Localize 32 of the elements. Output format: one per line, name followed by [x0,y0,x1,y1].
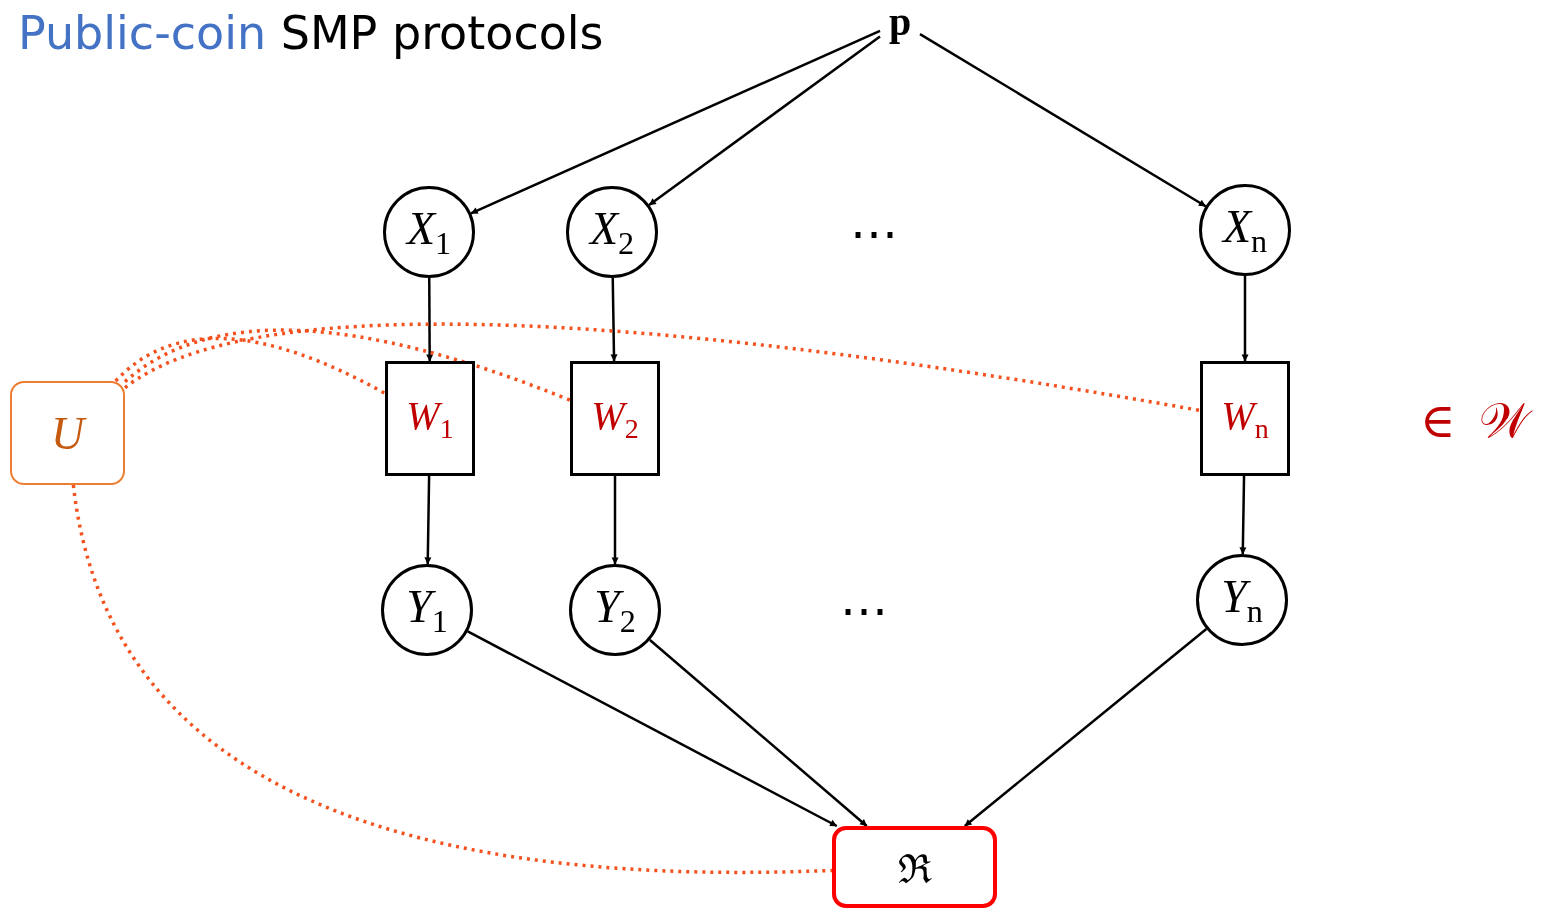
dotted-connector [124,322,1201,413]
set-membership-label: ∈ 𝒲 [1420,392,1533,450]
arrow [919,33,1207,208]
arrow [1239,475,1247,555]
dotted-connector [123,328,571,402]
node-label: p [880,0,920,44]
channel-box: W$_{2}$ [570,361,660,476]
title: Public-coin SMP protocols [18,6,604,60]
arrow [610,277,618,362]
variable-circle: X$_{1}$ [383,186,475,278]
variable-circle: Y$_{1}$ [381,564,473,656]
arrow [649,639,868,827]
arrow [470,29,881,215]
channel-box: W$_{n}$ [1200,361,1290,476]
ellipsis-label: ⋯ [840,582,892,638]
variable-circle: X$_{2}$ [566,186,658,278]
variable-circle: X$_{n}$ [1199,184,1291,276]
ellipsis-label: ⋯ [850,205,902,261]
arrow [964,628,1208,827]
referee-box: ℜ [832,826,997,908]
variable-circle: Y$_{n}$ [1196,554,1288,646]
variable-circle: Y$_{2}$ [569,564,661,656]
arrow [467,630,838,828]
arrow [1241,276,1249,362]
arrow [611,476,619,565]
dotted-connector [114,336,386,395]
arrow [424,475,432,565]
arrow [426,278,434,362]
shared-randomness-box: U [10,381,125,485]
channel-box: W$_{1}$ [385,361,475,476]
dotted-connector [71,484,833,874]
arrow [648,35,881,206]
